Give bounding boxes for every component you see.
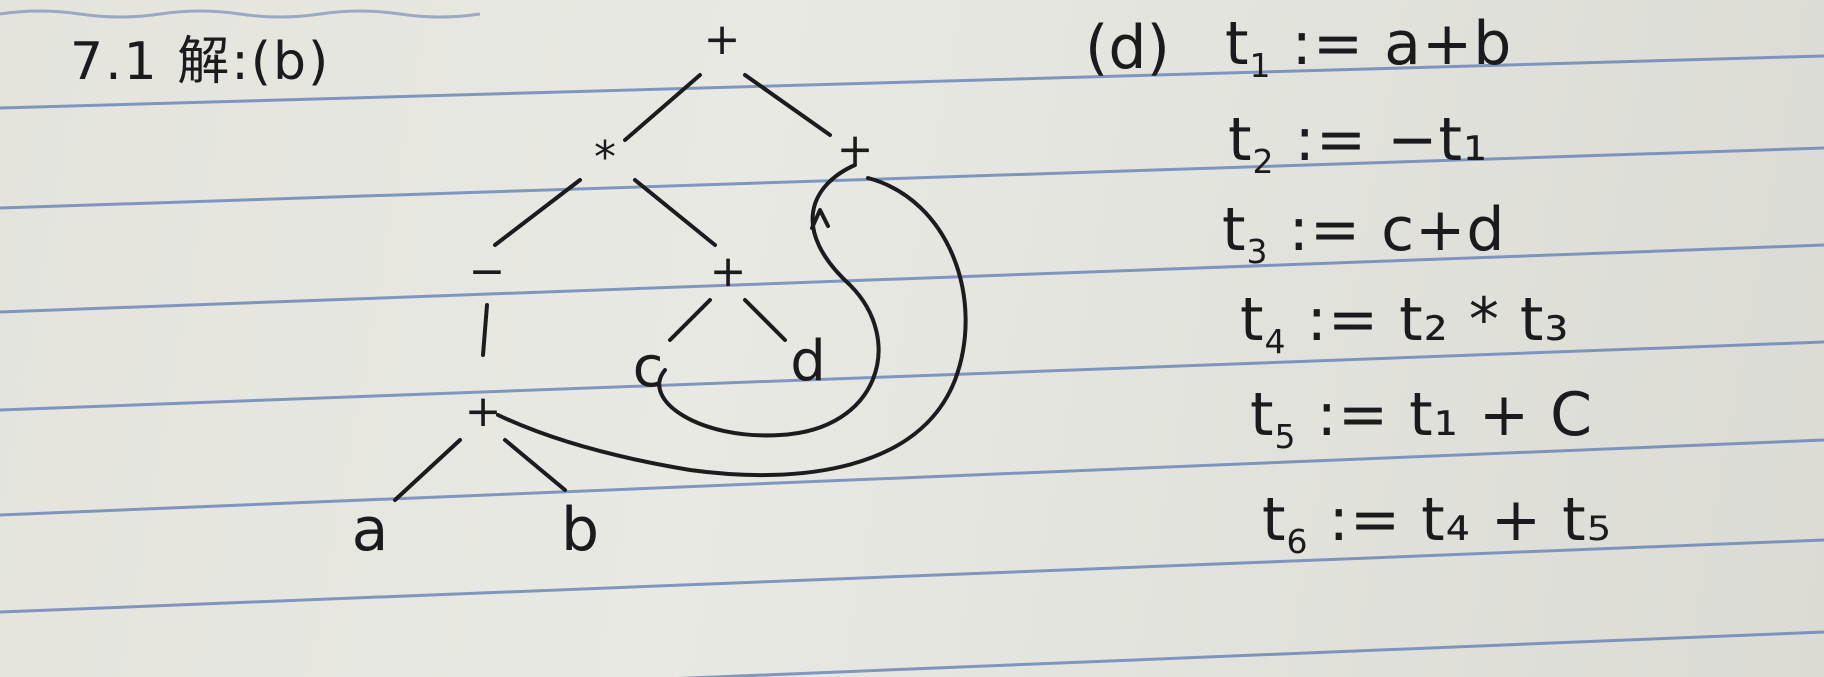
code-lhs: t	[1225, 9, 1250, 79]
code-lhs-sub: 1	[1249, 46, 1272, 85]
code-rhs: := a+b	[1291, 9, 1513, 79]
code-line-3: t3 := c+d	[1222, 200, 1506, 268]
code-rhs: := t₂ * t₃	[1306, 285, 1570, 355]
code-line-4: t4 := t₂ * t₃	[1240, 290, 1569, 358]
edge-plus-b	[503, 438, 567, 492]
node-right-plus: +	[836, 124, 874, 175]
code-rhs: := t₁ + C	[1316, 380, 1594, 450]
code-rhs: := c+d	[1288, 195, 1506, 265]
code-lhs-sub: 2	[1252, 142, 1275, 181]
edge-plus-c	[668, 298, 712, 342]
node-c: c	[632, 335, 664, 400]
node-b: b	[560, 495, 600, 565]
node-a: a	[351, 495, 389, 565]
edge-root-plus	[743, 73, 832, 137]
code-rhs: := t₄ + t₅	[1328, 485, 1612, 555]
code-rhs: := −t₁	[1294, 105, 1489, 175]
edge-plus-to-c	[657, 163, 881, 438]
code-lhs-sub: 5	[1274, 417, 1297, 456]
edge-plus-to-plus-ab	[496, 176, 968, 478]
code-lhs-sub: 3	[1246, 232, 1269, 271]
code-line-5: t5 := t₁ + C	[1250, 385, 1593, 453]
edge-plus-a	[393, 438, 462, 502]
arrow-head	[810, 208, 830, 230]
code-lhs: t	[1250, 380, 1275, 450]
node-d: d	[790, 329, 826, 394]
problem-heading: 7.1 解:(b)	[70, 32, 331, 92]
part-d-label: (d)	[1085, 13, 1170, 83]
edge-neg-plus-ab	[481, 303, 489, 357]
code-lhs: t	[1222, 195, 1247, 265]
node-root-plus: +	[703, 14, 741, 65]
node-plus-ab: +	[464, 386, 502, 437]
edge-root-mul	[623, 73, 702, 142]
edge-plus-d	[743, 298, 787, 342]
code-line-2: t2 := −t₁	[1228, 110, 1488, 178]
code-lhs: t	[1228, 105, 1253, 175]
code-line-1: t1 := a+b	[1225, 14, 1512, 82]
code-lhs: t	[1262, 485, 1287, 555]
node-mul: *	[594, 132, 616, 183]
node-neg: −	[468, 246, 506, 297]
node-plus-cd: +	[709, 246, 747, 297]
code-lhs: t	[1240, 285, 1265, 355]
code-lhs-sub: 6	[1286, 522, 1309, 561]
code-lhs-sub: 4	[1264, 322, 1287, 361]
edge-mul-neg	[493, 178, 582, 247]
code-line-6: t6 := t₄ + t₅	[1262, 490, 1612, 558]
edge-mul-plus-cd	[633, 178, 717, 247]
